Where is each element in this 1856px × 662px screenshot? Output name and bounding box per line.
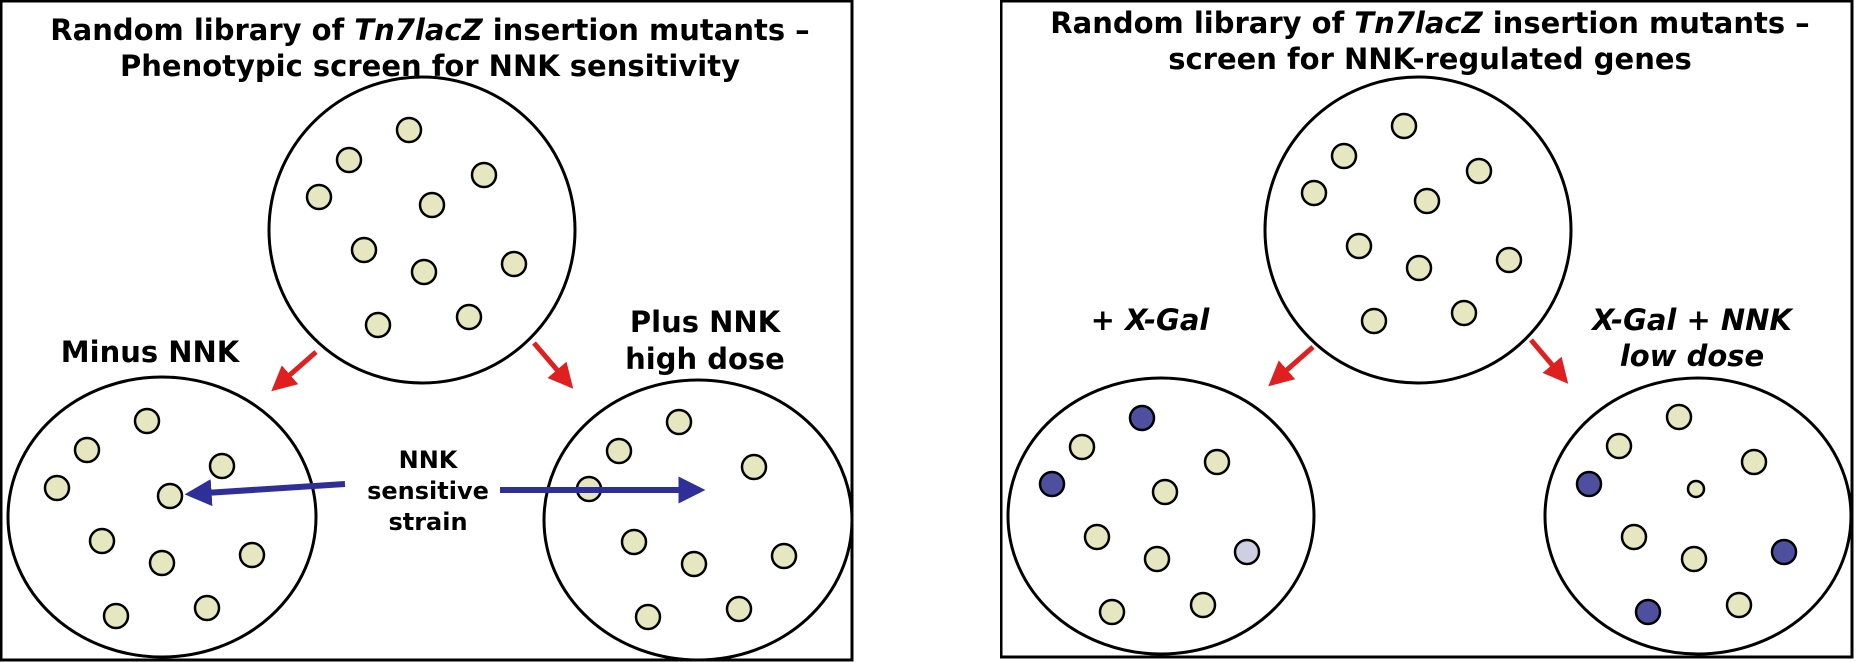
colony	[1151, 478, 1179, 506]
colony	[102, 602, 130, 630]
colony	[1068, 433, 1096, 461]
colony	[364, 311, 392, 339]
left-title-line1: Random library of Tn7lacZ insertion muta…	[50, 13, 809, 47]
colony	[73, 436, 101, 464]
top-plate-circle	[267, 75, 577, 385]
colony	[470, 161, 498, 189]
colony	[1495, 246, 1523, 274]
colony-blue	[1038, 470, 1066, 498]
plus-nnk-plate	[542, 378, 854, 662]
colony	[1098, 598, 1126, 626]
colony	[1413, 187, 1441, 215]
right-panel-frame	[1000, 0, 1854, 659]
colony	[156, 482, 184, 510]
top-plate-colonies	[305, 116, 528, 339]
colony	[418, 191, 446, 219]
colony-blue	[1128, 404, 1156, 432]
xgal-plate-circle	[1006, 376, 1316, 656]
top-plate	[1263, 75, 1573, 385]
label-plus-nnk-line1: Plus NNK	[630, 305, 782, 339]
colony	[1203, 448, 1231, 476]
colony-small	[1686, 479, 1706, 499]
colony	[740, 453, 768, 481]
plus-nnk-colonies	[575, 408, 798, 631]
colony	[1345, 232, 1373, 260]
colony	[634, 603, 662, 631]
label-xgal: + X-Gal	[1091, 303, 1211, 337]
center-label-line2: sensitive	[367, 477, 489, 505]
right-diagram: Random library of Tn7lacZ insertion muta…	[1000, 0, 1854, 659]
right-panel: Random library of Tn7lacZ insertion muta…	[1000, 0, 1856, 662]
top-plate-circle	[1263, 75, 1573, 385]
label-minus-nnk: Minus NNK	[61, 335, 241, 369]
colony	[1605, 432, 1633, 460]
minus-nnk-colonies	[43, 407, 266, 630]
top-plate	[267, 75, 577, 385]
top-plate-colonies	[1300, 112, 1523, 335]
colony	[335, 146, 363, 174]
red-arrow-to-plus	[532, 341, 574, 389]
colony	[1405, 254, 1433, 282]
colony	[410, 258, 438, 286]
label-xgal-nnk-line2: low dose	[1620, 339, 1764, 373]
colony	[665, 408, 693, 436]
colony-blue	[1770, 538, 1798, 566]
colony	[1390, 112, 1418, 140]
colony	[193, 594, 221, 622]
colony	[1450, 299, 1478, 327]
minus-nnk-plate	[6, 375, 318, 659]
label-xgal-nnk-line1: X-Gal + NNK	[1590, 303, 1794, 337]
center-label-line1: NNK	[399, 446, 459, 474]
colony	[1083, 523, 1111, 551]
colony	[88, 527, 116, 555]
colony	[620, 528, 648, 556]
colony	[208, 452, 236, 480]
colony-blue	[1575, 470, 1603, 498]
colony	[1300, 179, 1328, 207]
colony	[605, 437, 633, 465]
colony	[43, 474, 71, 502]
colony	[350, 236, 378, 264]
xgal-nnk-plate-circle	[1543, 376, 1853, 656]
right-title-line2: screen for NNK-regulated genes	[1168, 42, 1692, 76]
colony	[1620, 523, 1648, 551]
colony	[133, 407, 161, 435]
left-diagram: Random library of Tn7lacZ insertion muta…	[0, 0, 854, 662]
colony	[305, 183, 333, 211]
colony	[1665, 403, 1693, 431]
left-panel: Random library of Tn7lacZ insertion muta…	[0, 0, 854, 662]
xgal-nnk-plate	[1543, 376, 1853, 656]
red-arrow-to-minus	[271, 350, 318, 392]
colony	[395, 116, 423, 144]
right-title-line1: Random library of Tn7lacZ insertion muta…	[1050, 6, 1809, 40]
xgal-plate	[1006, 376, 1316, 656]
minus-nnk-plate-circle	[6, 375, 318, 659]
colony	[680, 550, 708, 578]
blue-arrow-to-minus-plate	[184, 479, 346, 507]
xgal-nnk-plate-colonies	[1575, 403, 1798, 626]
plus-nnk-plate-circle	[542, 378, 854, 662]
center-label-line3: strain	[388, 508, 467, 536]
label-plus-nnk-line2: high dose	[625, 342, 785, 376]
colony	[1465, 157, 1493, 185]
left-panel-frame	[0, 0, 854, 662]
colony	[500, 250, 528, 278]
colony	[238, 541, 266, 569]
colony	[1360, 307, 1388, 335]
colony	[770, 542, 798, 570]
colony-blue	[1634, 598, 1662, 626]
colony-lightblue	[1233, 538, 1261, 566]
colony	[1330, 142, 1358, 170]
colony	[455, 303, 483, 331]
colony	[1725, 591, 1753, 619]
red-arrow-to-xgal	[1268, 345, 1315, 387]
red-arrow-to-xgal-nnk	[1529, 338, 1569, 384]
colony	[1143, 545, 1171, 573]
colony	[725, 595, 753, 623]
colony	[1740, 448, 1768, 476]
colony	[1680, 545, 1708, 573]
colony	[1189, 591, 1217, 619]
colony	[148, 549, 176, 577]
xgal-plate-colonies	[1038, 404, 1261, 626]
